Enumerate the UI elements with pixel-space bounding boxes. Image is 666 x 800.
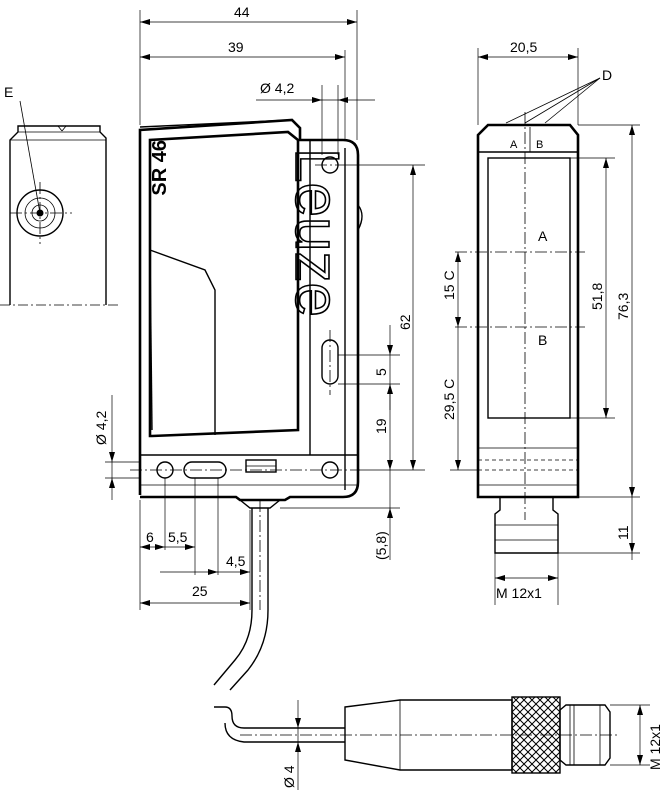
dim-44: 44 (234, 4, 250, 20)
model-label: SR 46 (149, 140, 171, 196)
label-d: D (602, 67, 612, 83)
dim-205: 20,5 (510, 39, 537, 55)
dim-11: 11 (615, 525, 631, 540)
dim-62: 62 (397, 314, 413, 330)
dim-763: 76,3 (615, 293, 631, 320)
label-d-group: D (505, 67, 612, 124)
cable-connector (214, 696, 620, 774)
front-view: A B A B (455, 112, 585, 554)
dim-58: (5,8) (373, 531, 389, 560)
dims-main: 44 39 Ø 4,2 62 5 19 (93, 4, 425, 610)
main-body: Leuze SR 46 (130, 118, 363, 610)
side-view-e: E (0, 84, 120, 306)
dim-295c: 29,5 C (441, 379, 457, 420)
dim-39: 39 (228, 39, 244, 55)
cable (213, 508, 269, 691)
dim-15c: 15 C (441, 270, 457, 300)
label-e: E (4, 84, 13, 100)
front-label-b-large: B (538, 332, 547, 348)
front-label-a-large: A (538, 228, 548, 244)
front-label-a: A (510, 139, 518, 151)
dim-hole-top: Ø 4,2 (260, 80, 294, 96)
dim-cable-dia: Ø 4 (281, 765, 297, 788)
dim-hole-side: Ø 4,2 (93, 411, 109, 445)
dim-6: 6 (146, 529, 154, 545)
dim-5: 5 (373, 368, 389, 376)
dim-thread-front: M 12x1 (496, 585, 542, 601)
dim-55: 5,5 (168, 529, 188, 545)
front-label-b: B (536, 139, 543, 151)
dim-518: 51,8 (589, 283, 605, 310)
dims-cable: Ø 4 M 12x1 (281, 700, 663, 790)
dim-thread-cable: M 12x1 (647, 724, 663, 770)
dim-45: 4,5 (226, 553, 246, 569)
dims-front: 20,5 51,8 76,3 11 15 C 29,5 C (441, 39, 640, 605)
brand-logo: Leuze (282, 148, 351, 317)
dim-19: 19 (373, 418, 389, 434)
dim-25: 25 (192, 583, 208, 599)
